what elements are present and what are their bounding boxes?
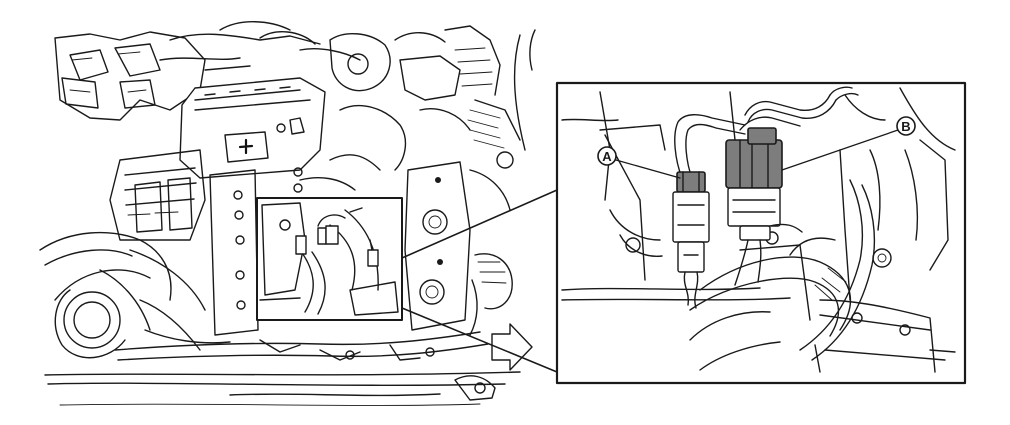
connector-b [725, 127, 803, 286]
leader-lines [401, 189, 558, 373]
callout-a-label: A [602, 149, 612, 164]
connector-a [672, 171, 710, 309]
overview-engine-bay [39, 21, 536, 406]
detail-view: A B [555, 81, 967, 385]
detail-area-marker [256, 197, 403, 321]
callout-b: B [781, 116, 916, 171]
plus-icon [238, 138, 254, 155]
right-arrow-icon [491, 323, 533, 371]
callout-a: A [597, 146, 681, 179]
callout-b-label: B [901, 119, 910, 134]
